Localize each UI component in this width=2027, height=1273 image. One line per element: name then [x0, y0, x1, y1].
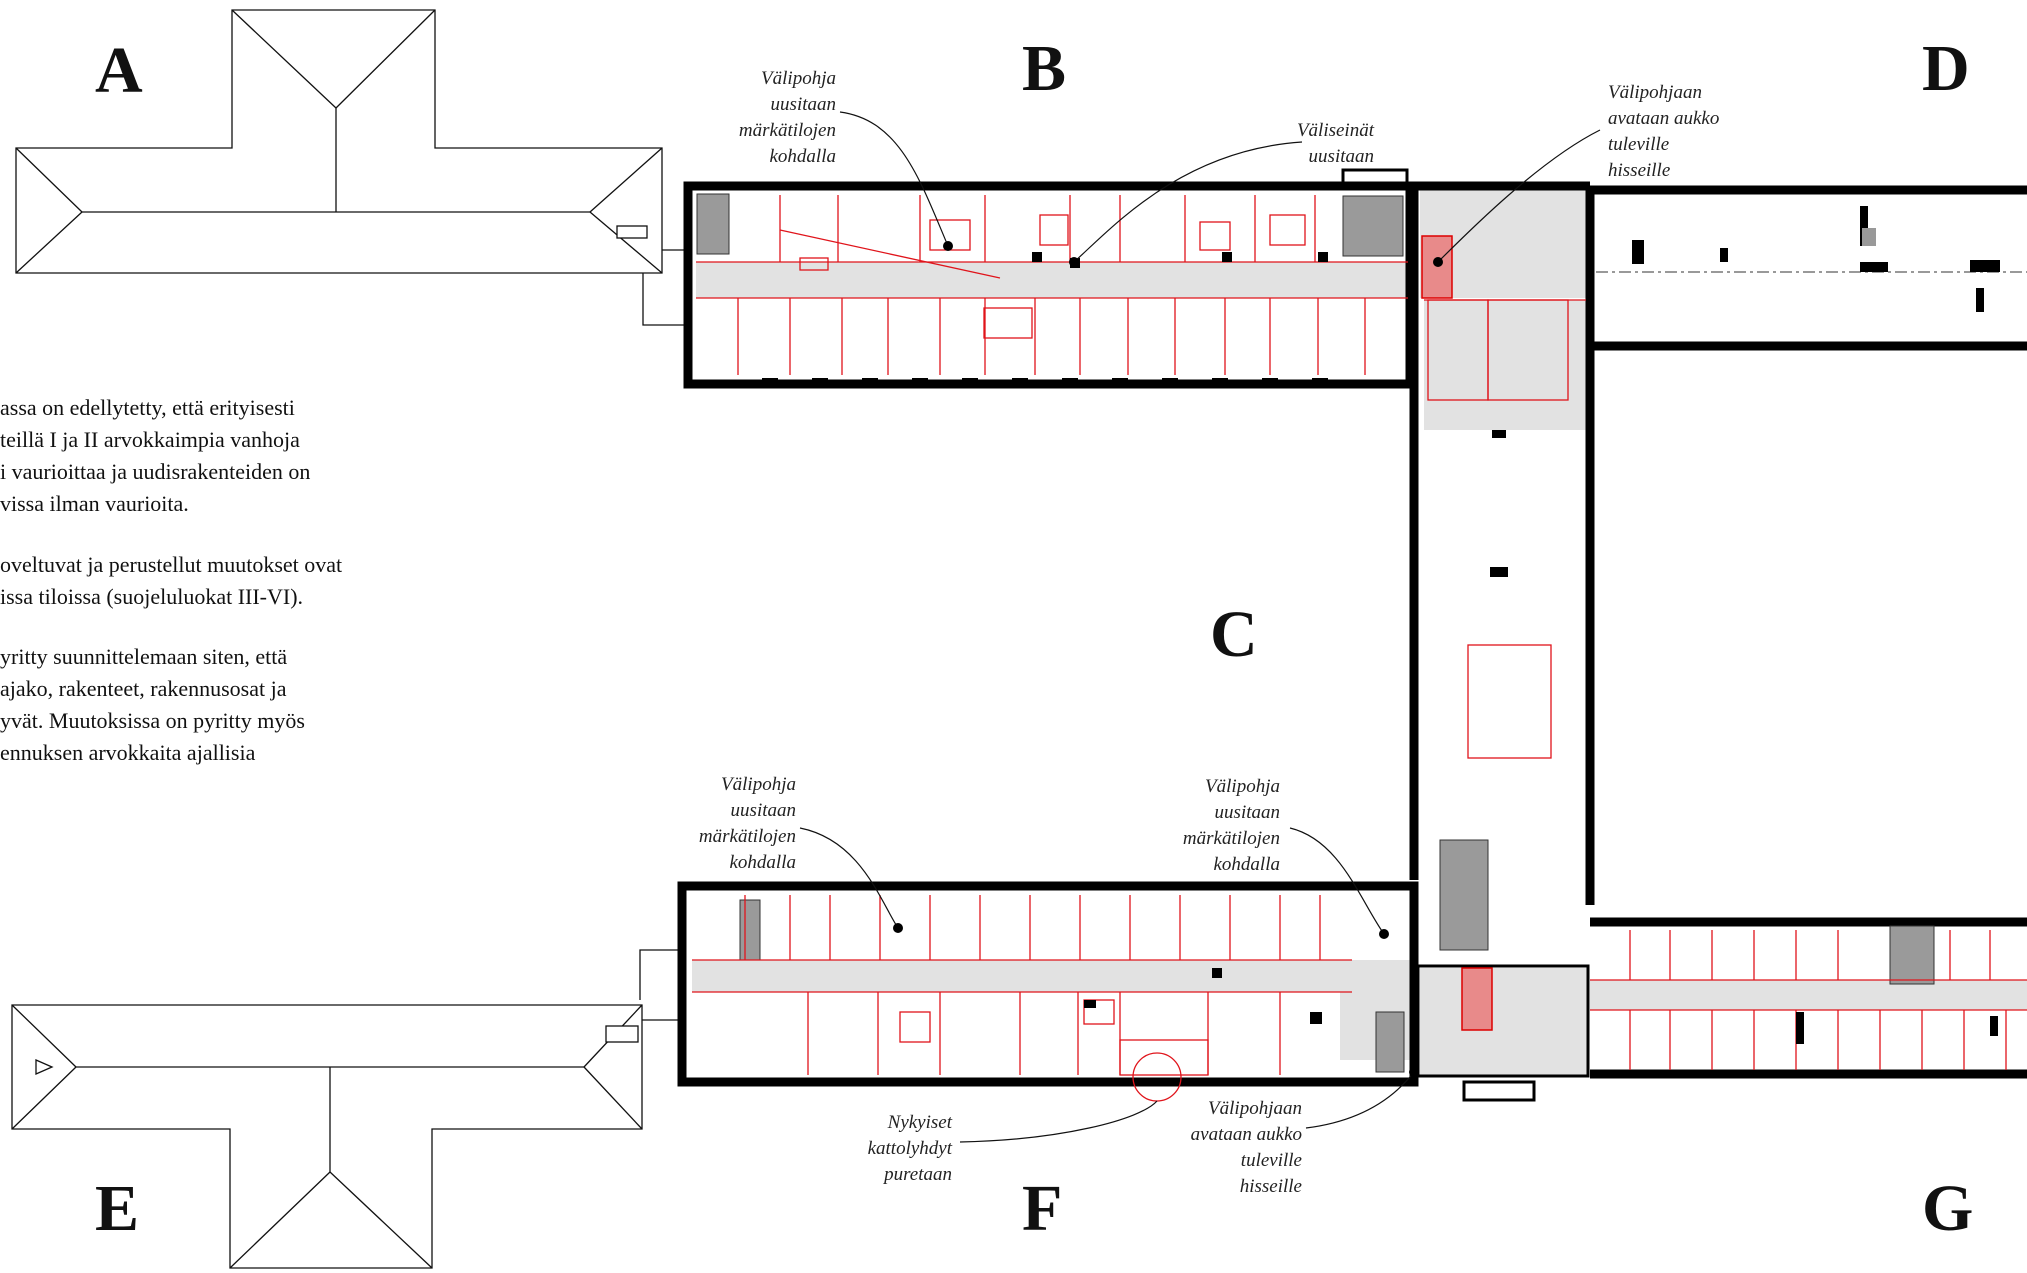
- note-line: tuleville: [1608, 134, 1669, 155]
- wing-label-c: C: [1210, 598, 1258, 671]
- wing-g-plan: [1590, 917, 2027, 1079]
- note-line: kattolyhdyt: [868, 1138, 953, 1159]
- note-line: hisseille: [1240, 1176, 1302, 1197]
- roof-plan-e: [11, 949, 680, 1269]
- note-line: Välipohjaan: [1608, 82, 1702, 103]
- paragraph-line: ennuksen arvokkaita ajallisia: [0, 740, 256, 765]
- note-line: märkätilojen: [739, 120, 836, 141]
- wing-c-plan: [1409, 181, 1595, 951]
- note-line: uusitaan: [1215, 802, 1280, 823]
- paragraph-line: vissa ilman vaurioita.: [0, 491, 189, 516]
- note-line: tuleville: [1241, 1150, 1302, 1171]
- note-b-walls: Väliseinät uusitaan: [1297, 120, 1375, 167]
- paragraph-line: assa on edellytetty, että erityisesti: [0, 395, 295, 420]
- paragraph-line: oveltuvat ja perustellut muutokset ovat: [0, 552, 342, 577]
- paragraph-line: ajako, rakenteet, rakennusosat ja: [0, 676, 287, 701]
- description-paragraph-1: assa on edellytetty, että erityisesti te…: [0, 395, 310, 516]
- note-line: hisseille: [1608, 160, 1670, 181]
- note-line: avataan aukko: [1608, 108, 1719, 129]
- paragraph-line: teillä I ja II arvokkaimpia vanhoja: [0, 427, 300, 452]
- wing-label-e: E: [95, 1172, 139, 1245]
- note-line: uusitaan: [1309, 146, 1374, 167]
- note-line: Välipohja: [761, 68, 836, 89]
- description-paragraph-3: yritty suunnittelemaan siten, että ajako…: [0, 644, 305, 765]
- note-line: Välipohja: [1205, 776, 1280, 797]
- paragraph-line: issa tiloissa (suojeluluokat III-VI).: [0, 584, 303, 609]
- wing-label-g: G: [1922, 1172, 1973, 1245]
- wing-label-a: A: [95, 34, 143, 107]
- note-f-opening: Välipohjaan avataan aukko tuleville hiss…: [1191, 1098, 1302, 1197]
- note-line: Nykyiset: [887, 1112, 953, 1133]
- paragraph-line: i vaurioittaa ja uudisrakenteiden on: [0, 459, 310, 484]
- wing-d-plan: [1590, 185, 2027, 351]
- note-line: puretaan: [882, 1164, 952, 1185]
- note-line: kohdalla: [1214, 854, 1281, 875]
- wing-label-b: B: [1022, 32, 1066, 105]
- note-f-floor-left: Välipohja uusitaan märkätilojen kohdalla: [699, 774, 796, 873]
- note-line: märkätilojen: [699, 826, 796, 847]
- description-paragraph-2: oveltuvat ja perustellut muutokset ovat …: [0, 552, 342, 609]
- wing-f-plan: [677, 881, 1590, 1102]
- note-line: Välipohjaan: [1208, 1098, 1302, 1119]
- note-b-floor: Välipohja uusitaan märkätilojen kohdalla: [739, 68, 836, 167]
- note-line: uusitaan: [731, 800, 796, 821]
- note-f-skylights: Nykyiset kattolyhdyt puretaan: [868, 1112, 953, 1185]
- note-line: uusitaan: [771, 94, 836, 115]
- note-line: kohdalla: [770, 146, 837, 167]
- paragraph-line: yritty suunnittelemaan siten, että: [0, 644, 287, 669]
- note-line: kohdalla: [730, 852, 797, 873]
- annotation-leaders: [799, 111, 1601, 1143]
- wing-label-d: D: [1922, 32, 1970, 105]
- note-d-opening: Välipohjaan avataan aukko tuleville hiss…: [1608, 82, 1719, 181]
- note-f-floor-right: Välipohja uusitaan märkätilojen kohdalla: [1183, 776, 1280, 875]
- note-line: märkätilojen: [1183, 828, 1280, 849]
- note-line: Väliseinät: [1297, 120, 1375, 141]
- wing-label-f: F: [1022, 1172, 1062, 1245]
- paragraph-line: yvät. Muutoksissa on pyritty myös: [0, 708, 305, 733]
- roof-plan-a: [15, 9, 688, 326]
- note-line: Välipohja: [721, 774, 796, 795]
- note-line: avataan aukko: [1191, 1124, 1302, 1145]
